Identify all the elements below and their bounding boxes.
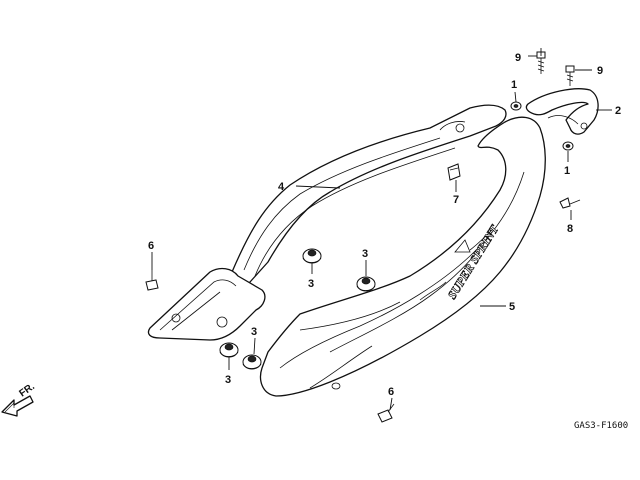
callout-3-b: 3 xyxy=(362,248,368,260)
clip-part-7 xyxy=(447,163,461,181)
callout-7: 7 xyxy=(453,194,459,206)
callout-9-left: 9 xyxy=(515,52,521,64)
callout-1-upper: 1 xyxy=(511,79,517,91)
collar-part-1-lower xyxy=(562,141,574,151)
mounting-bracket xyxy=(147,267,266,341)
callout-5: 5 xyxy=(509,301,515,313)
callout-3-c: 3 xyxy=(225,374,231,386)
grommet-part-3-b xyxy=(356,276,376,292)
grommet-part-3-c xyxy=(219,342,239,358)
callout-3-a: 3 xyxy=(308,278,314,290)
screw-part-8 xyxy=(559,197,581,209)
screw-part-6-bottom xyxy=(377,403,395,423)
callout-2: 2 xyxy=(615,105,621,117)
leader-lines xyxy=(151,48,612,411)
grab-rail-part-2 xyxy=(525,88,599,135)
front-label: FR. xyxy=(17,381,37,399)
callout-9-right: 9 xyxy=(597,65,603,77)
inner-rail-part-4 xyxy=(231,104,507,286)
grommet-part-3-a xyxy=(302,248,322,264)
callout-3-d: 3 xyxy=(251,326,257,338)
screw-part-6-left xyxy=(145,270,159,291)
callout-1-lower: 1 xyxy=(564,165,570,177)
callout-4: 4 xyxy=(278,181,285,193)
callout-6-bottom: 6 xyxy=(388,386,394,398)
callout-6-left: 6 xyxy=(148,240,154,252)
front-direction-arrow: FR. xyxy=(1,381,37,417)
bolt-part-9-right xyxy=(565,65,575,86)
callout-8: 8 xyxy=(567,223,573,235)
grommet-part-3-d xyxy=(242,354,262,370)
collar-part-1-upper xyxy=(510,101,522,111)
diagram-code: GAS3-F1600 xyxy=(574,421,628,431)
